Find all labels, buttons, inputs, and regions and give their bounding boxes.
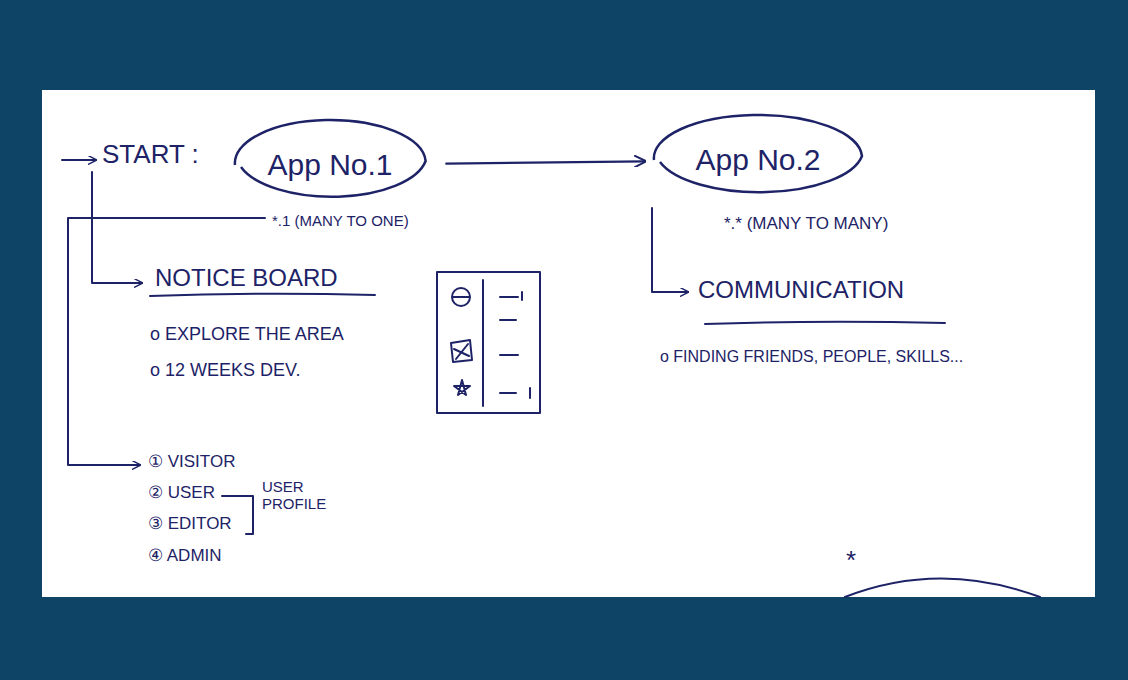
ellipse-stroke bbox=[235, 120, 426, 197]
sketch-label: ③ EDITOR bbox=[148, 514, 232, 534]
sketch-label: o 12 WEEKS DEV. bbox=[150, 360, 300, 381]
node-text-block: App No.1 bbox=[267, 148, 392, 183]
node-label: App No.1 bbox=[267, 148, 392, 183]
sketch-label: o EXPLORE THE AREA bbox=[150, 324, 344, 345]
branch-line bbox=[652, 208, 688, 292]
sketch-label: COMMUNICATION bbox=[698, 276, 904, 304]
sketch-label: NOTICE BOARD bbox=[155, 264, 338, 292]
partial-ellipse bbox=[845, 579, 1040, 598]
sketch-label: o FINDING FRIENDS, PEOPLE, SKILLS... bbox=[660, 348, 963, 366]
underline bbox=[705, 322, 945, 324]
branch-line bbox=[92, 172, 142, 283]
sketch-label: *.1 (MANY TO ONE) bbox=[272, 212, 409, 229]
screen-sketch bbox=[437, 272, 540, 413]
flow-arrow bbox=[446, 161, 645, 163]
paper-sheet bbox=[42, 90, 1095, 597]
icon-sketch bbox=[451, 340, 472, 362]
list-dash bbox=[522, 292, 530, 398]
icon-sketch bbox=[452, 288, 470, 306]
icon-sketch bbox=[454, 380, 470, 395]
underline bbox=[150, 294, 375, 296]
node-text-block: App No.2 bbox=[695, 143, 820, 178]
sketch-label: * bbox=[846, 546, 856, 576]
sketch-label: USER PROFILE bbox=[262, 478, 342, 513]
sketch-label: ② USER bbox=[148, 483, 215, 503]
sketch-label: ① VISITOR bbox=[148, 452, 235, 472]
sketch-label: START : bbox=[102, 140, 199, 170]
list-dash bbox=[500, 297, 518, 393]
ellipse-stroke bbox=[654, 115, 862, 192]
sketch-label: ④ ADMIN bbox=[148, 546, 222, 566]
screen-divider bbox=[482, 280, 484, 406]
sketch-label: *.* (MANY TO MANY) bbox=[724, 214, 888, 234]
node-label: App No.2 bbox=[695, 143, 820, 178]
app-ellipse: App No.2 bbox=[651, 114, 865, 206]
start-arrow bbox=[62, 159, 96, 161]
icon-sketch bbox=[453, 296, 469, 298]
app-ellipse: App No.1 bbox=[232, 119, 429, 211]
